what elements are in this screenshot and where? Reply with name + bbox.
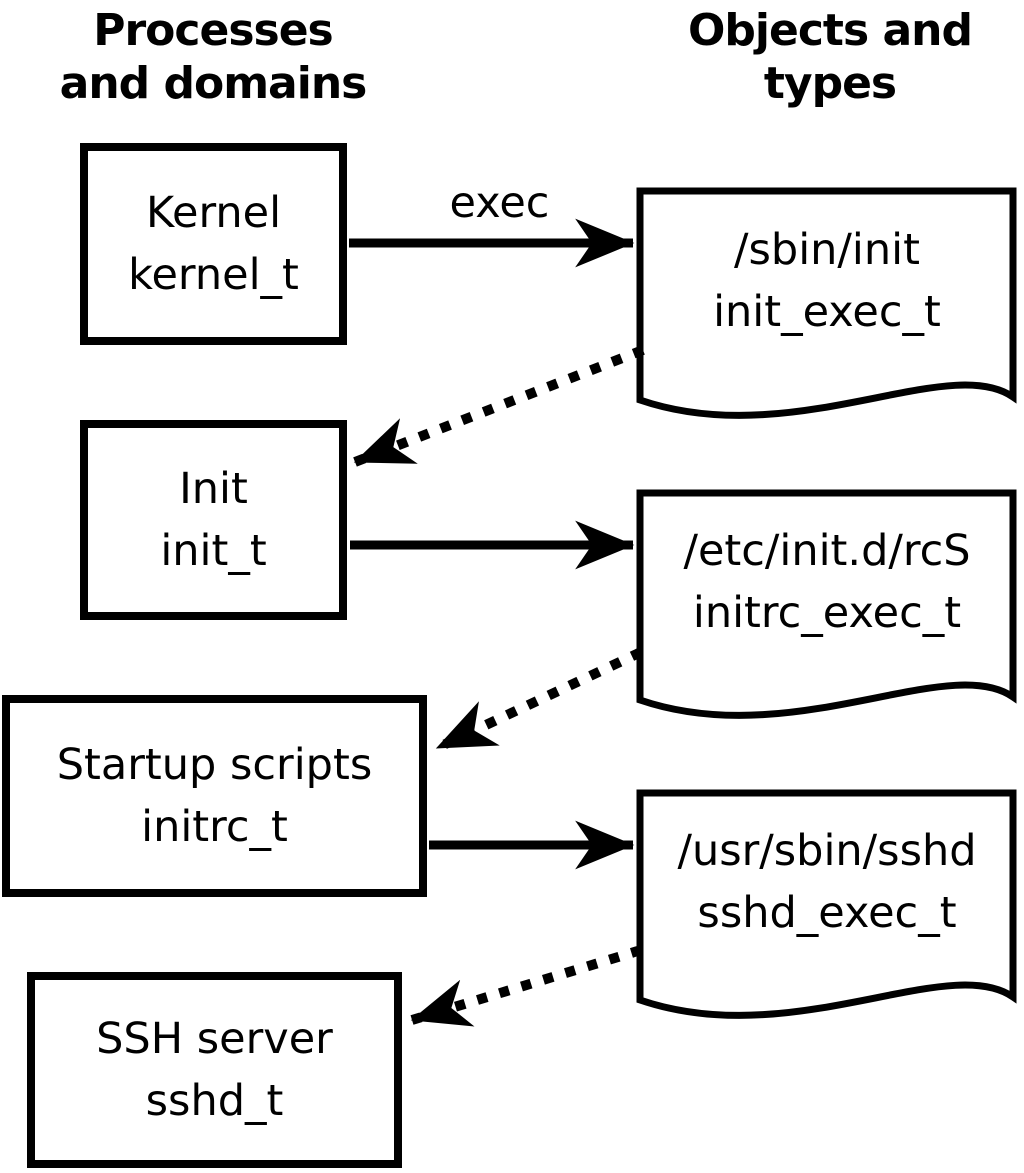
transition-arrow-sbin-init-to-init [353, 345, 645, 467]
kernel-process-box: Kernel kernel_t [80, 143, 347, 345]
init-process-box-shape [80, 420, 347, 620]
usr-sbin-sshd-object-path: /usr/sbin/sshd [677, 826, 977, 876]
init-process-box: Init init_t [80, 420, 347, 620]
ssh-server-process-box-shape [27, 972, 402, 1168]
objects-header-line1: Objects and [688, 5, 973, 56]
transition-arrow-sshd-to-sshserver [410, 945, 643, 1027]
processes-column-header: Processes and domains [28, 4, 398, 110]
exec-arrow-label: exec [449, 178, 550, 228]
ssh-server-process-name: SSH server [96, 1014, 333, 1064]
processes-header-line2: and domains [59, 58, 368, 109]
init-process-name: Init [179, 464, 248, 514]
init-domain-type: init_t [160, 526, 267, 576]
kernel-process-name: Kernel [145, 188, 282, 238]
kernel-process-box-shape [80, 143, 347, 345]
objects-header-line2: types [763, 58, 897, 109]
ssh-server-domain-type: sshd_t [145, 1076, 284, 1126]
startup-scripts-domain-type: initrc_t [141, 802, 288, 852]
startup-scripts-process-box: Startup scripts initrc_t [2, 695, 427, 897]
processes-header-line1: Processes [93, 5, 334, 56]
objects-column-header: Objects and types [640, 4, 1020, 110]
startup-scripts-process-name: Startup scripts [56, 740, 373, 790]
usr-sbin-sshd-object-type: sshd_exec_t [697, 888, 957, 938]
etc-initd-rcs-object-doc: /etc/init.d/rcS initrc_exec_t [640, 484, 1014, 680]
etc-initd-rcs-object-type: initrc_exec_t [692, 588, 962, 638]
startup-scripts-process-box-shape [2, 695, 427, 897]
etc-initd-rcs-document-shape [636, 489, 1017, 719]
usr-sbin-sshd-document-shape [636, 789, 1017, 1019]
kernel-domain-type: kernel_t [128, 250, 299, 300]
sbin-init-object-doc: /sbin/init init_exec_t [640, 186, 1014, 376]
etc-initd-rcs-object-path: /etc/init.d/rcS [683, 526, 971, 576]
sbin-init-object-type: init_exec_t [713, 287, 941, 337]
transition-arrow-rcs-to-startup [434, 647, 644, 753]
sbin-init-object-path: /sbin/init [734, 225, 920, 275]
sbin-init-document-shape [636, 187, 1017, 419]
usr-sbin-sshd-object-doc: /usr/sbin/sshd sshd_exec_t [640, 784, 1014, 980]
ssh-server-process-box: SSH server sshd_t [27, 972, 402, 1168]
